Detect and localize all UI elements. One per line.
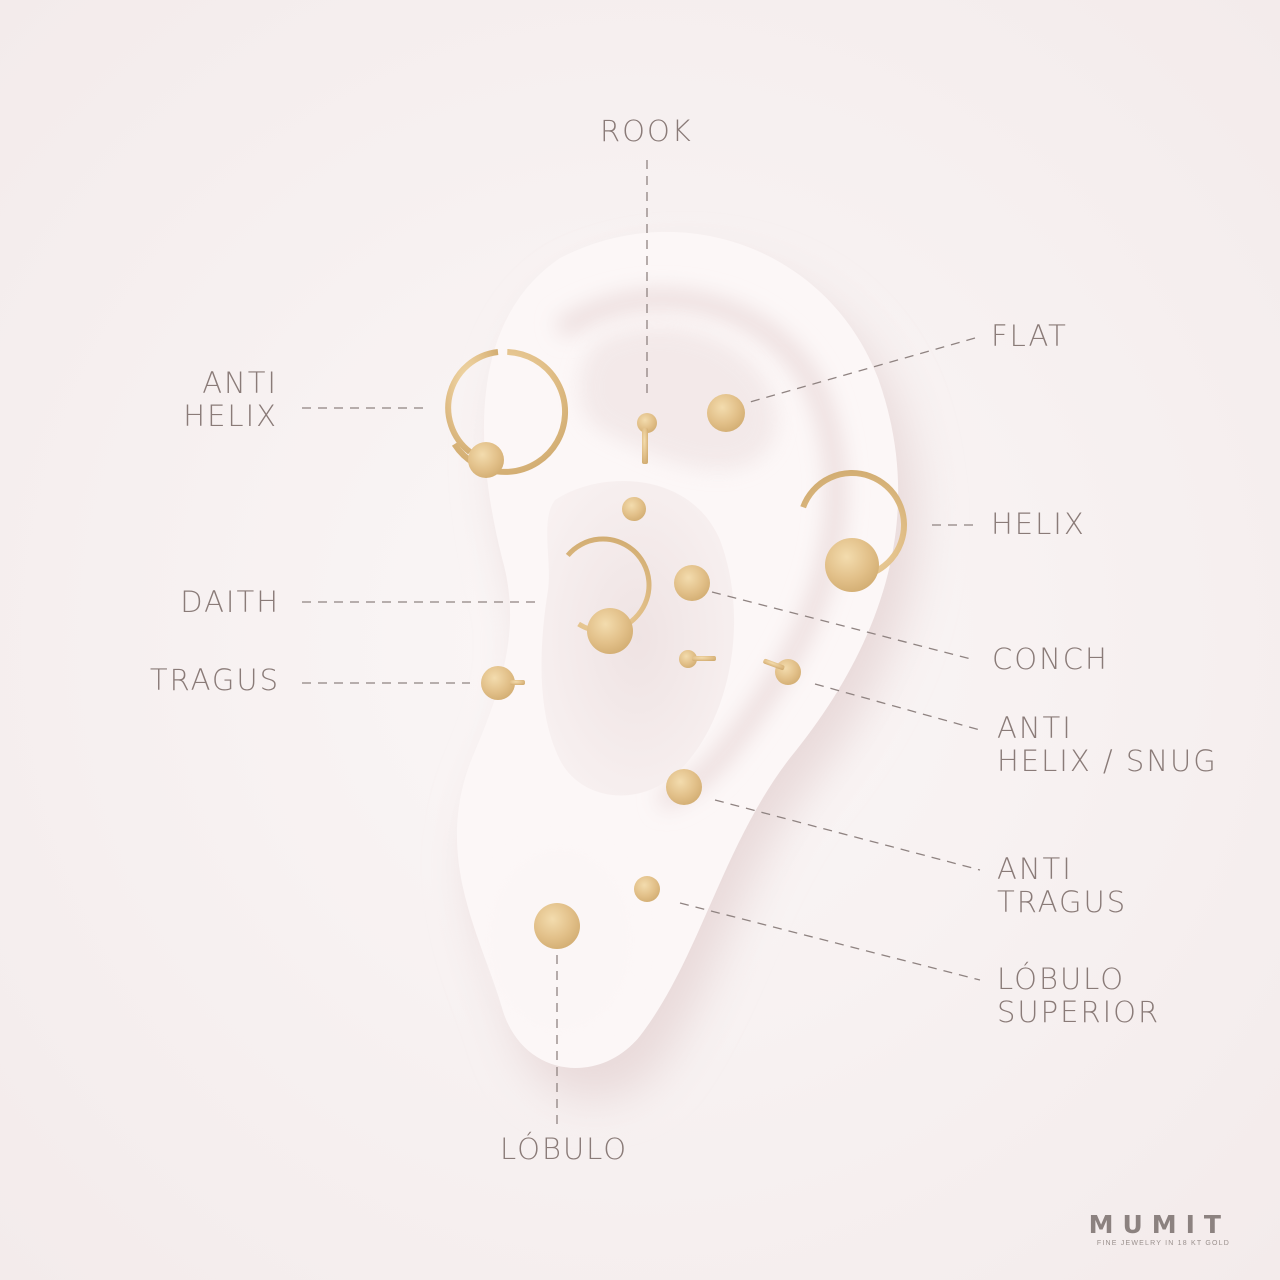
label-conch-text: CONCH <box>992 642 1109 676</box>
flat-stud <box>707 394 745 432</box>
helix-ring <box>797 470 908 592</box>
label-rook: ROOK <box>600 115 693 148</box>
snug-bar-stud <box>763 658 801 685</box>
anti-tragus-stud <box>666 769 702 805</box>
label-lobulo-superior-line2: SUPERIOR <box>997 995 1161 1029</box>
label-daith-text: DAITH <box>180 585 280 619</box>
label-anti-helix-line2: HELIX <box>183 399 278 433</box>
leader-conch <box>711 591 976 661</box>
daith-upper-stud <box>622 497 646 521</box>
label-lobulo: LÓBULO <box>500 1133 628 1166</box>
label-anti-helix-line1: ANTI <box>202 366 278 400</box>
label-anti-tragus-line1: ANTI <box>997 852 1073 886</box>
lobulo-stud <box>534 903 580 949</box>
label-anti-helix-snug-line2: HELIX / SNUG <box>997 744 1218 778</box>
label-lobulo-superior: LÓBULO SUPERIOR <box>997 963 1160 1029</box>
leader-anti-helix-snug <box>814 683 981 731</box>
leader-lobulo-superior <box>679 902 981 981</box>
leader-flat <box>749 337 976 403</box>
leader-anti-tragus <box>714 799 981 871</box>
label-rook-text: ROOK <box>600 114 693 148</box>
label-daith: DAITH <box>150 586 280 619</box>
brand-tagline: FINE JEWELRY IN 18 KT GOLD <box>1096 1240 1230 1247</box>
lobulo-superior-stud <box>634 876 660 902</box>
brand-mark: MUMIT FINE JEWELRY IN 18 KT GOLD <box>1070 1210 1230 1248</box>
anti-helix-ring <box>445 348 568 478</box>
label-flat: FLAT <box>991 320 1068 353</box>
rook-bar <box>637 413 657 464</box>
brand-logo: MUMIT <box>1088 1210 1230 1239</box>
label-anti-tragus-line2: TRAGUS <box>997 885 1128 919</box>
conch-stud <box>674 565 710 601</box>
piercings <box>445 348 908 949</box>
label-helix: HELIX <box>991 508 1086 541</box>
conch-bar-stud <box>679 650 716 668</box>
tragus-stud <box>481 666 525 700</box>
label-anti-tragus: ANTI TRAGUS <box>997 853 1127 919</box>
label-anti-helix-snug-line1: ANTI <box>997 711 1073 745</box>
label-lobulo-superior-line1: LÓBULO <box>997 962 1126 996</box>
label-tragus-text: TRAGUS <box>149 663 280 697</box>
label-anti-helix: ANTI HELIX <box>178 367 278 433</box>
daith-ring <box>554 536 652 654</box>
label-anti-helix-snug: ANTI HELIX / SNUG <box>997 712 1218 778</box>
label-tragus: TRAGUS <box>120 664 280 697</box>
leader-lines <box>302 160 981 1125</box>
label-conch: CONCH <box>992 643 1109 676</box>
label-helix-text: HELIX <box>991 507 1086 541</box>
label-lobulo-text: LÓBULO <box>500 1132 629 1166</box>
label-flat-text: FLAT <box>991 319 1068 353</box>
